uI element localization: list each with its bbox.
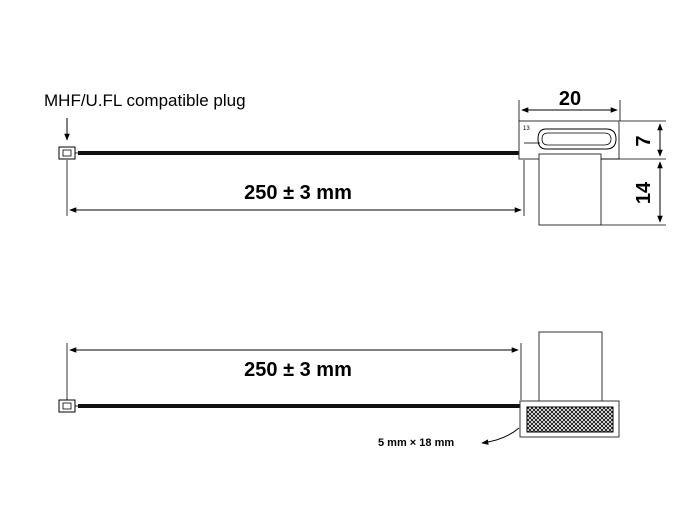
plug-connector-bottom: [58, 399, 80, 413]
plug-label: MHF/U.FL compatible plug: [44, 91, 246, 110]
height-lower-label: 14: [633, 181, 655, 204]
height-dimension: 7 14: [601, 120, 666, 226]
plug-connector-top: [58, 146, 80, 160]
length-dimension-top: 250 ± 3 mm: [66, 160, 525, 216]
height-upper-label: 7: [633, 135, 655, 146]
adhesive-pad-callout: 5 mm × 18 mm: [378, 427, 520, 449]
width-dimension: 20: [518, 88, 621, 121]
length-dimension-bottom: 250 ± 3 mm: [66, 343, 522, 400]
width-label: 20: [559, 88, 581, 110]
antenna-body-top: 13: [518, 120, 620, 226]
length-top-label: 250 ± 3 mm: [244, 182, 352, 204]
length-bottom-label: 250 ± 3 mm: [244, 359, 352, 381]
side-view: 250 ± 3 mm 5 mm × 18 mm: [58, 331, 620, 449]
antenna-body-side: [519, 331, 620, 438]
adhesive-pad: [526, 406, 614, 433]
adhesive-pad-label: 5 mm × 18 mm: [378, 437, 454, 449]
top-view: MHF/U.FL compatible plug 13 20: [44, 88, 666, 226]
small-mark-label: 13: [523, 126, 530, 132]
